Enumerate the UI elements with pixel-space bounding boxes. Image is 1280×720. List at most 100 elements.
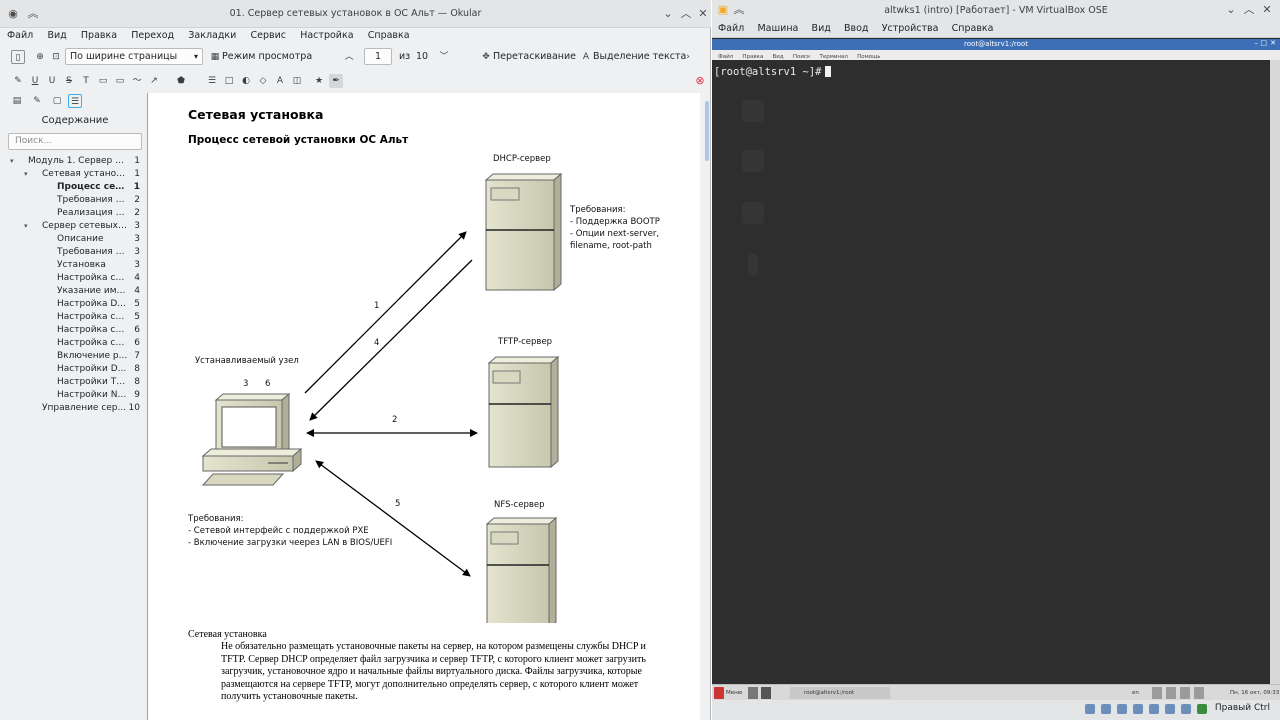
bookmarks-tab-icon[interactable]: ▢: [52, 96, 62, 106]
browse-tool-button[interactable]: Перетаскивание: [493, 51, 577, 62]
vbox-menu-view[interactable]: Вид: [811, 23, 831, 34]
toc-item[interactable]: Указание име...4: [8, 285, 142, 298]
toc-item[interactable]: ▾Модуль 1. Сервер се...1: [8, 155, 142, 168]
close-icon[interactable]: ✕: [1262, 3, 1272, 16]
keep-above-icon[interactable]: ︽: [733, 3, 745, 16]
menu-help[interactable]: Справка: [367, 30, 410, 41]
toc-item[interactable]: Настройки D...8: [8, 363, 142, 376]
next-page-icon[interactable]: ﹀: [439, 52, 449, 62]
guest-tray-icon[interactable]: [1152, 687, 1162, 699]
document-scrollbar[interactable]: [704, 93, 710, 720]
guest-tray-icon[interactable]: [1194, 687, 1204, 699]
thumbnails-tab-icon[interactable]: ▤: [12, 96, 22, 106]
view-mode-button[interactable]: Режим просмотра: [222, 51, 313, 62]
close-icon[interactable]: ✕: [698, 7, 708, 20]
zoom-fit-icon[interactable]: ⊡: [52, 52, 60, 62]
vbox-titlebar[interactable]: ▣ ︽ altwks1 (intro) [Работает] - VM Virt…: [712, 0, 1280, 20]
menu-tools[interactable]: Сервис: [250, 30, 287, 41]
terminal-menu-help[interactable]: Помощь: [857, 54, 881, 60]
terminal-titlebar[interactable]: root@altsrv1:/root – □ ✕: [712, 39, 1280, 50]
toc-item[interactable]: Настройка се...5: [8, 311, 142, 324]
toc-item[interactable]: Реализация с...2: [8, 207, 142, 220]
terminal-menu-file[interactable]: Файл: [718, 54, 734, 60]
minimize-icon[interactable]: ⌄: [1226, 3, 1236, 16]
network-status-icon[interactable]: [1133, 704, 1143, 714]
shared-folders-status-icon[interactable]: [1165, 704, 1175, 714]
opacity-icon[interactable]: ◫: [292, 76, 302, 86]
terminal-menu-view[interactable]: Вид: [772, 54, 784, 60]
toc-item[interactable]: Настройка D...5: [8, 298, 142, 311]
menu-bookmarks[interactable]: Закладки: [188, 30, 237, 41]
terminal-menu-search[interactable]: Поиск: [792, 54, 811, 60]
vbox-menu-machine[interactable]: Машина: [757, 23, 799, 34]
guest-launcher-icon[interactable]: [761, 687, 771, 699]
toc-item[interactable]: Настройки TF...8: [8, 376, 142, 389]
keep-above-icon[interactable]: ︽: [27, 7, 39, 20]
squiggle-icon[interactable]: U: [48, 76, 56, 86]
usb-status-icon[interactable]: [1149, 704, 1159, 714]
rectangle-icon[interactable]: □: [224, 76, 234, 86]
toc-item[interactable]: Управление сер...10: [8, 402, 142, 415]
zoom-combobox[interactable]: По ширине страницы▾: [65, 48, 203, 65]
vbox-menu-input[interactable]: Ввод: [844, 23, 869, 34]
guest-task-terminal[interactable]: root@altsrv1:/root: [790, 687, 890, 699]
menu-go[interactable]: Переход: [131, 30, 175, 41]
guest-menu-icon[interactable]: [714, 687, 724, 699]
optical-status-icon[interactable]: [1101, 704, 1111, 714]
terminal-area[interactable]: [root@altsrv1 ~]#: [712, 60, 1270, 684]
previous-page-icon[interactable]: ︿: [344, 52, 354, 62]
menu-view[interactable]: Вид: [47, 30, 67, 41]
maximize-icon[interactable]: ︿: [1243, 3, 1255, 16]
sidebar-toggle-icon[interactable]: ▯: [11, 50, 25, 64]
terminal-close-icon[interactable]: ✕: [1270, 39, 1276, 47]
expand-chevron-icon[interactable]: ▾: [24, 170, 28, 178]
menu-file[interactable]: Файл: [7, 30, 34, 41]
menu-settings[interactable]: Настройка: [300, 30, 354, 41]
scrollbar-thumb[interactable]: [705, 101, 709, 161]
toc-item[interactable]: ▾Сервер сетевых ...3: [8, 220, 142, 233]
vbox-menu-help[interactable]: Справка: [951, 23, 994, 34]
strikeout-icon[interactable]: S: [66, 76, 72, 86]
toc-search-input[interactable]: Поиск...: [8, 133, 142, 150]
menu-edit[interactable]: Правка: [80, 30, 118, 41]
toc-item[interactable]: Настройка се...6: [8, 324, 142, 337]
overflow-menu-icon[interactable]: ›: [686, 52, 690, 62]
guest-keyboard-layout[interactable]: en: [1132, 690, 1139, 696]
fill-icon[interactable]: ◇: [259, 76, 267, 86]
page-number-input[interactable]: 1: [364, 48, 392, 65]
pin-icon[interactable]: ✒: [329, 74, 343, 88]
font-icon[interactable]: A: [276, 76, 284, 86]
terminal-menu-edit[interactable]: Правка: [742, 54, 764, 60]
audio-status-icon[interactable]: [1117, 704, 1127, 714]
zoom-icon[interactable]: ⊕: [36, 52, 44, 62]
contents-tab-icon[interactable]: ☰: [68, 94, 82, 108]
toc-item[interactable]: Настройка ст...4: [8, 272, 142, 285]
maximize-icon[interactable]: ︿: [680, 7, 692, 20]
terminal-menu-terminal[interactable]: Терминал: [819, 54, 848, 60]
expand-chevron-icon[interactable]: ▾: [24, 222, 28, 230]
minimize-icon[interactable]: ⌄: [663, 7, 673, 20]
hdd-status-icon[interactable]: [1085, 704, 1095, 714]
paint-icon[interactable]: ◐: [242, 76, 250, 86]
toc-item[interactable]: Настройка се...6: [8, 337, 142, 350]
highlighter-icon[interactable]: ✎: [14, 76, 22, 86]
terminal-minimize-icon[interactable]: –: [1254, 39, 1259, 47]
freehand-line-icon[interactable]: 〜: [132, 76, 142, 86]
mouse-integration-icon[interactable]: [1197, 704, 1207, 714]
annotations-tab-icon[interactable]: ✎: [33, 96, 41, 106]
toc-item[interactable]: Требования к...3: [8, 246, 142, 259]
text-select-button[interactable]: Выделение текста: [593, 51, 687, 62]
arrow-icon[interactable]: ↗: [150, 76, 158, 86]
toc-item[interactable]: Включение р...7: [8, 350, 142, 363]
stamp-icon[interactable]: ⬟: [177, 76, 185, 86]
guest-launcher-icon[interactable]: [748, 687, 758, 699]
popup-note-icon[interactable]: ▭: [115, 76, 125, 86]
terminal-maximize-icon[interactable]: □: [1260, 39, 1267, 47]
guest-menu-button[interactable]: Меню: [726, 690, 743, 696]
expand-chevron-icon[interactable]: ▾: [10, 157, 14, 165]
guest-tray-icon[interactable]: [1166, 687, 1176, 699]
toc-item[interactable]: Настройки NF...9: [8, 389, 142, 402]
